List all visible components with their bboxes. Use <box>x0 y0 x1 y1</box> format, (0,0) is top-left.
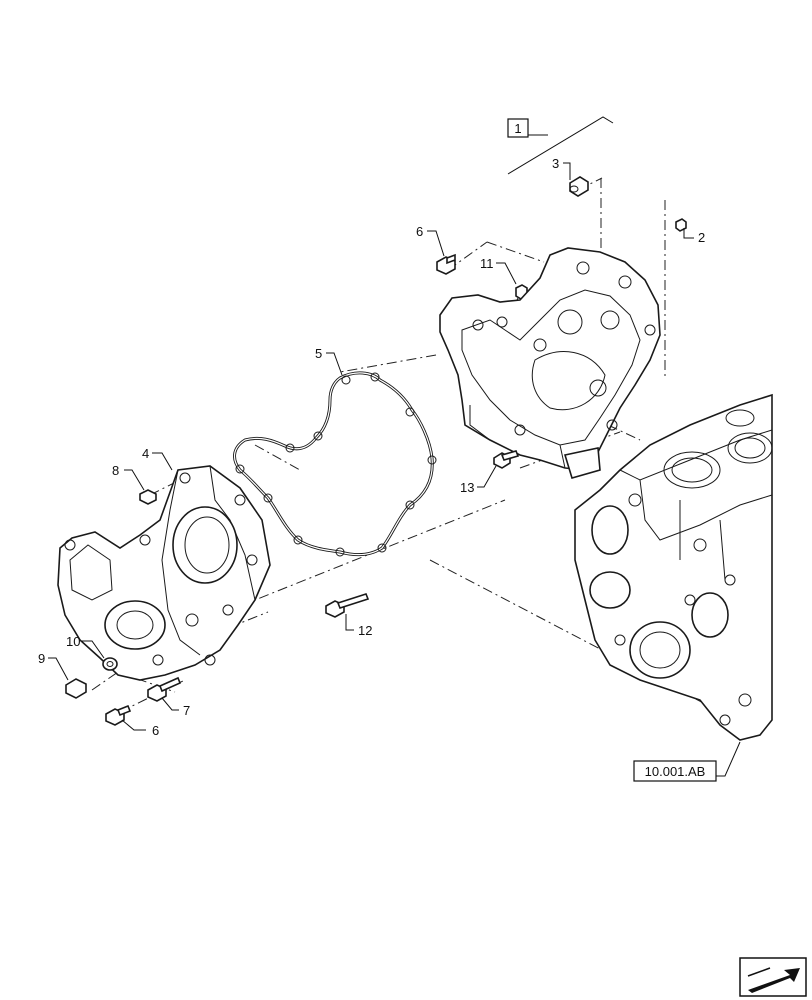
kit-label: 1 <box>507 116 614 175</box>
bolt-part-6-upper <box>436 253 456 275</box>
callout-8: 8 <box>112 463 119 478</box>
bolt-part-7 <box>147 676 182 702</box>
callout-2: 2 <box>698 230 705 245</box>
washer-part-10 <box>102 657 118 671</box>
callout-7: 7 <box>183 703 190 718</box>
bolt-part-6-lower <box>105 704 132 726</box>
bolt-part-13 <box>493 450 520 469</box>
reference-label-text: 10.001.AB <box>645 764 706 779</box>
callout-4: 4 <box>142 446 149 461</box>
callout-6-upper: 6 <box>416 224 423 239</box>
callout-10: 10 <box>66 634 80 649</box>
callout-11: 11 <box>480 256 494 271</box>
callouts: 2 3 4 5 6 6 7 8 9 10 11 12 13 <box>38 156 705 738</box>
bolt-part-12 <box>325 593 370 618</box>
bolt-part-8 <box>139 489 157 505</box>
next-page-arrow-icon[interactable] <box>739 957 807 997</box>
engine-block <box>574 393 773 741</box>
callout-3: 3 <box>552 156 559 171</box>
front-cover-part-4 <box>57 465 271 681</box>
gasket-part-5 <box>233 371 437 557</box>
callout-9: 9 <box>38 651 45 666</box>
callout-12: 12 <box>358 623 372 638</box>
callout-13: 13 <box>460 480 474 495</box>
plug-part-9 <box>65 678 87 699</box>
reference-label: 10.001.AB <box>633 741 741 782</box>
kit-label-text: 1 <box>514 121 521 136</box>
callout-5: 5 <box>315 346 322 361</box>
callout-6-lower: 6 <box>152 723 159 738</box>
plug-part-3 <box>569 176 589 197</box>
gear-housing <box>439 247 661 479</box>
